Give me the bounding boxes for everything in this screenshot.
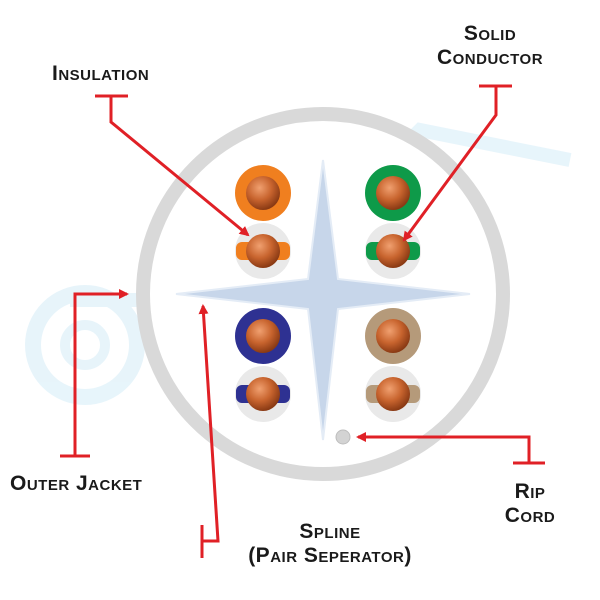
callout-outer-jacket bbox=[60, 289, 129, 458]
label-spline-line1: Spline bbox=[299, 520, 361, 543]
wire-pair-orange bbox=[235, 165, 291, 279]
spline-star bbox=[175, 159, 471, 441]
wire-brown-solid bbox=[365, 308, 421, 364]
label-solid-conductor: Solid Conductor bbox=[410, 22, 570, 70]
wire-orange-solid bbox=[235, 165, 291, 221]
label-solid-conductor-line2: Conductor bbox=[436, 46, 544, 69]
wire-orange-striped bbox=[235, 223, 291, 279]
callout-insulation bbox=[95, 94, 250, 237]
label-outer-jacket: Outer Jacket bbox=[10, 472, 143, 495]
wire-brown-striped bbox=[365, 366, 421, 422]
callout-rip-cord bbox=[356, 432, 545, 465]
callout-spline bbox=[198, 304, 220, 558]
wire-green-solid bbox=[365, 165, 421, 221]
label-rip-cord-line1: Rip bbox=[514, 480, 546, 503]
wire-pair-brown bbox=[365, 308, 421, 422]
label-solid-conductor-line1: Solid bbox=[463, 22, 517, 45]
wire-blue-solid bbox=[235, 308, 291, 364]
label-spline: Spline (Pair Seperator) bbox=[210, 520, 450, 568]
wire-green-striped bbox=[365, 223, 421, 279]
wire-pair-blue bbox=[235, 308, 291, 422]
label-spline-line2: (Pair Seperator) bbox=[248, 544, 412, 567]
wire-pair-green bbox=[365, 165, 421, 279]
wire-blue-striped bbox=[235, 366, 291, 422]
label-rip-cord: Rip Cord bbox=[490, 480, 570, 528]
label-rip-cord-line2: Cord bbox=[504, 504, 556, 527]
label-insulation: Insulation bbox=[52, 62, 150, 85]
callout-solid-conductor bbox=[402, 84, 512, 242]
rip-cord bbox=[335, 429, 351, 445]
